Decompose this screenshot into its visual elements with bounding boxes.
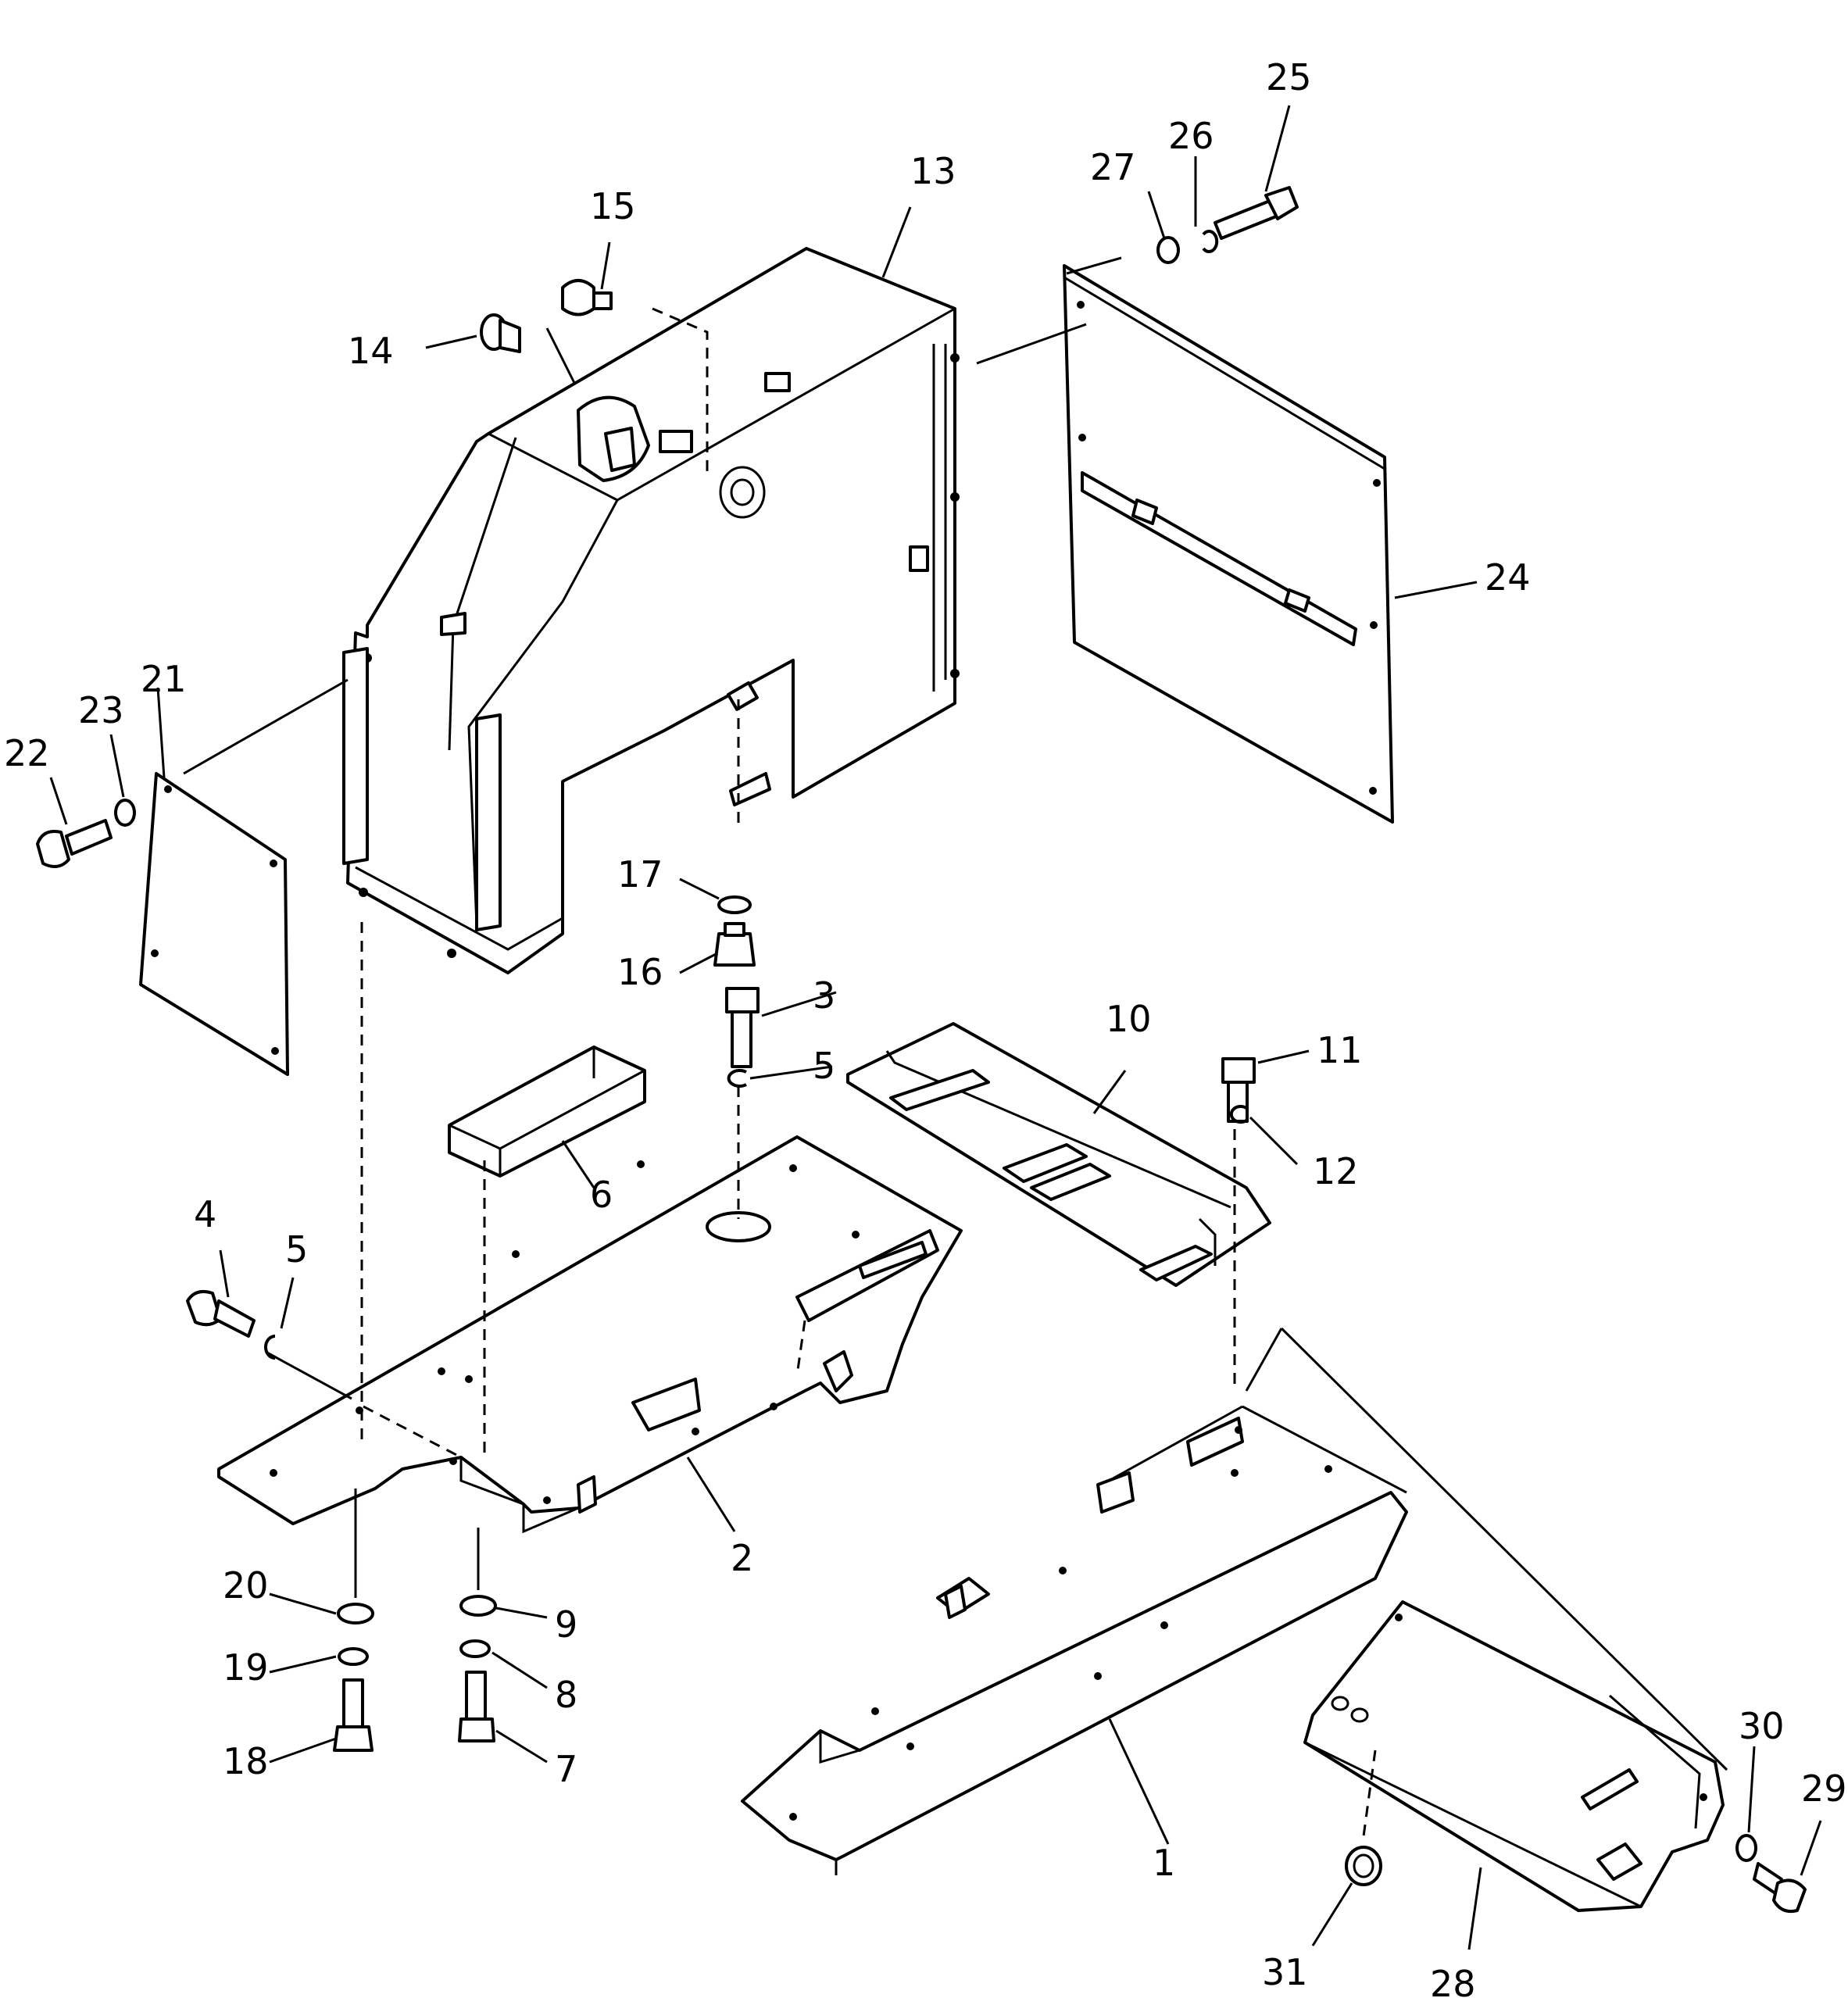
- part-30-washer: [1735, 1834, 1757, 1862]
- callout-6: 6: [590, 1174, 613, 1216]
- callout-20: 20: [223, 1564, 269, 1607]
- part-23-washer: [114, 799, 136, 827]
- part-25-bolt: [1214, 186, 1299, 240]
- callout-3: 3: [813, 974, 835, 1017]
- part-27-washer: [1156, 236, 1180, 264]
- part-12-lock-washer: [1229, 1105, 1248, 1124]
- part-17-o-ring: [717, 895, 752, 914]
- callout-9: 9: [555, 1603, 577, 1646]
- part-5-lock-washer-b: [264, 1335, 276, 1360]
- callout-10: 10: [1106, 998, 1152, 1040]
- callout-15: 15: [590, 185, 636, 227]
- callout-27: 27: [1090, 146, 1136, 188]
- callout-28: 28: [1430, 1963, 1476, 1998]
- hardware: [36, 186, 1807, 1914]
- part-14-cap: [480, 313, 521, 353]
- callout-17: 17: [617, 853, 663, 895]
- callout-23: 23: [78, 689, 124, 731]
- callout-12: 12: [1313, 1150, 1359, 1192]
- part-20-washer: [337, 1603, 374, 1624]
- part-24-rear-plate: [1063, 264, 1394, 824]
- part-1-lower-frame: [741, 1405, 1408, 1875]
- callout-7: 7: [555, 1748, 577, 1790]
- callout-26: 26: [1168, 115, 1214, 157]
- part-22-bolt: [36, 819, 113, 868]
- callout-labels: 13 15 14 25 26 27 24 21 23 22 17 16 3 5 …: [4, 56, 1847, 1998]
- part-5-lock-washer-a: [727, 1069, 747, 1088]
- part-11-bolt: [1221, 1057, 1256, 1123]
- callout-13: 13: [910, 150, 956, 192]
- part-19-lock-washer: [338, 1647, 369, 1666]
- callout-11: 11: [1317, 1029, 1363, 1071]
- part-3-bolt: [725, 987, 760, 1068]
- part-7-bolt: [458, 1671, 495, 1742]
- callout-19: 19: [223, 1646, 269, 1689]
- part-21-side-plate: [139, 772, 289, 1076]
- callout-18: 18: [223, 1740, 269, 1782]
- callout-leaders: [49, 105, 1822, 1950]
- callout-16: 16: [617, 951, 663, 993]
- part-29-bolt: [1753, 1862, 1807, 1914]
- callout-4: 4: [194, 1193, 216, 1235]
- part-4-bolt: [186, 1290, 256, 1338]
- callout-29: 29: [1801, 1767, 1847, 1810]
- part-10-floor-plate: [846, 1022, 1271, 1287]
- callout-2: 2: [731, 1537, 753, 1579]
- callout-1: 1: [1153, 1842, 1175, 1884]
- part-13-tank-cover: [342, 247, 960, 974]
- callout-25: 25: [1266, 56, 1312, 98]
- callout-22: 22: [4, 732, 50, 774]
- callout-21: 21: [141, 658, 187, 700]
- part-8-lock-washer: [459, 1639, 491, 1658]
- assembly-lines: [183, 256, 1728, 1837]
- part-18-bolt: [333, 1678, 374, 1752]
- part-15-plug: [561, 279, 613, 316]
- callout-5-left: 5: [285, 1228, 308, 1271]
- part-16-plug: [713, 922, 756, 967]
- part-9-washer: [459, 1595, 497, 1617]
- part-28-side-cover: [1303, 1600, 1725, 1912]
- part-26-lock-washer: [1202, 230, 1219, 253]
- callout-31: 31: [1262, 1951, 1308, 1993]
- callout-14: 14: [348, 330, 394, 372]
- callout-30: 30: [1739, 1705, 1785, 1747]
- part-31-plug: [1345, 1846, 1382, 1886]
- callout-5-upper: 5: [813, 1045, 835, 1087]
- callout-24: 24: [1485, 556, 1531, 599]
- callout-8: 8: [555, 1674, 577, 1716]
- part-6-bracket: [448, 1045, 646, 1178]
